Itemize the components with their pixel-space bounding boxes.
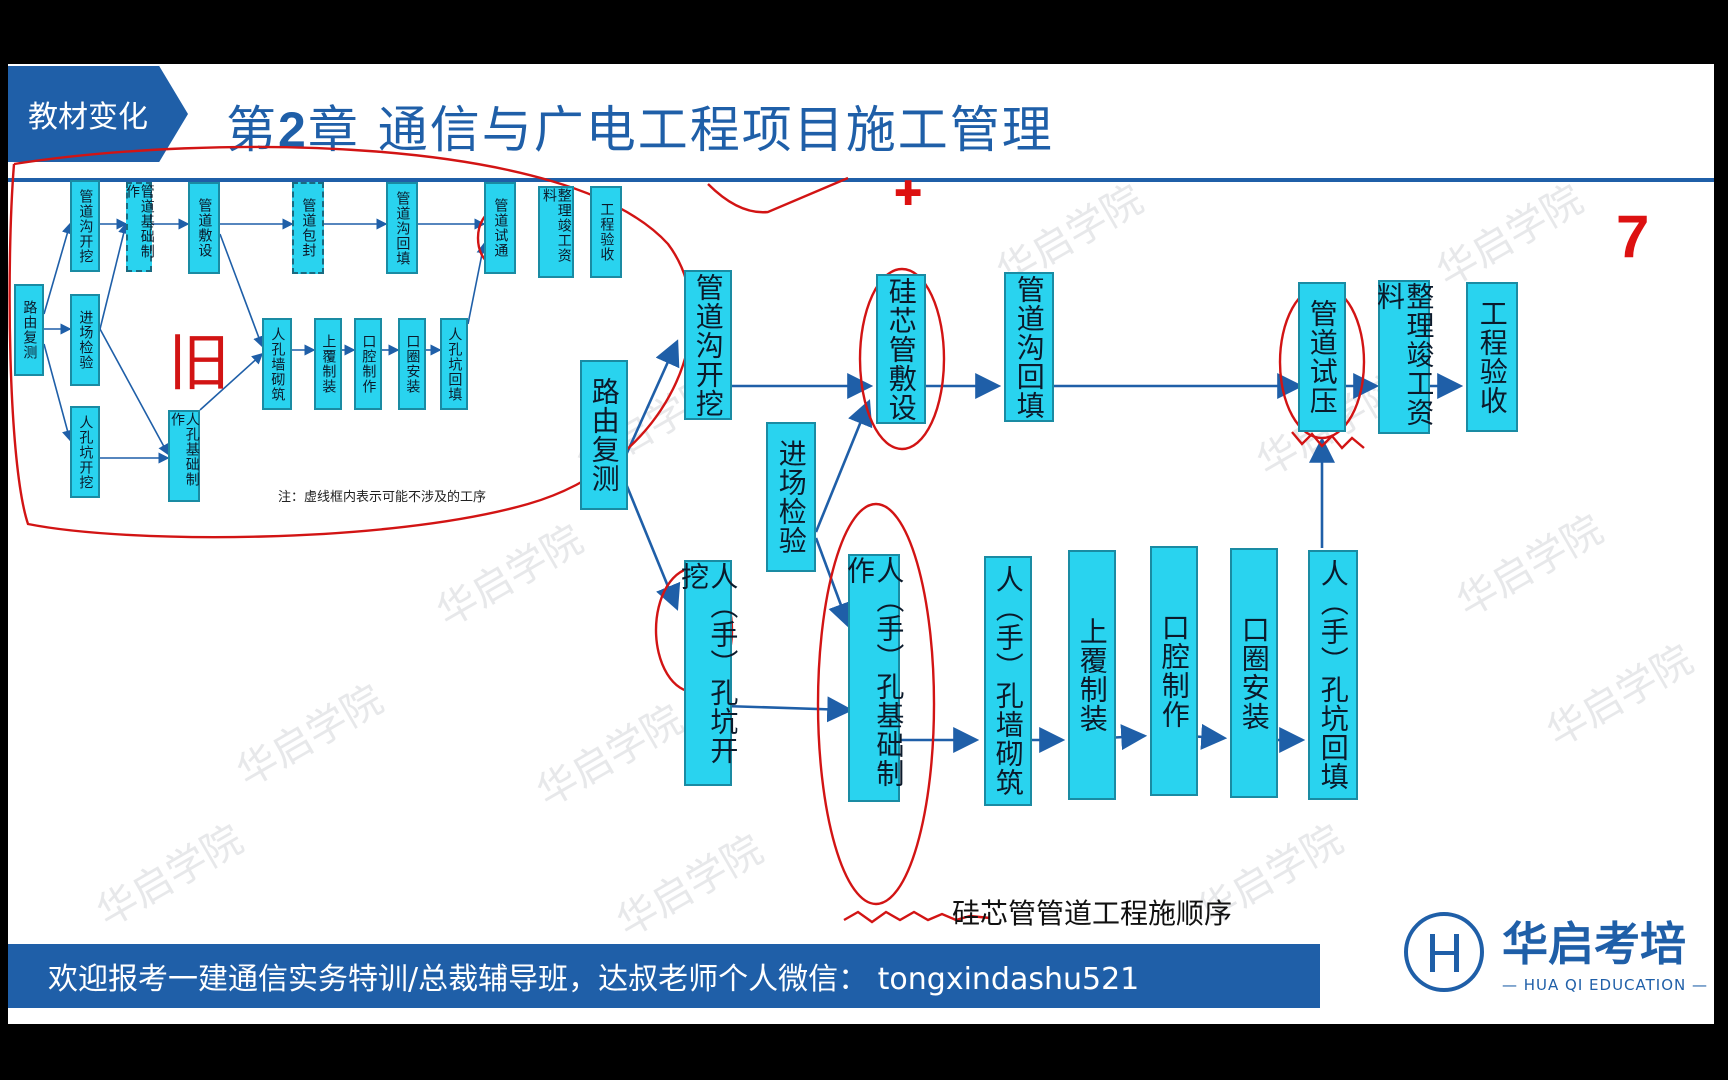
old-box-inspect: 进场检验 bbox=[70, 294, 100, 386]
brand-subtitle: — HUA QI EDUCATION — bbox=[1502, 976, 1709, 994]
old-box-pit-fill: 人孔坑回填 bbox=[440, 318, 468, 410]
diagram-caption: 硅芯管管道工程施顺序 bbox=[952, 897, 1233, 930]
old-annotation: 旧 bbox=[168, 326, 231, 399]
annotation-plus: ✚ bbox=[894, 174, 923, 214]
old-box-test: 管道试通 bbox=[484, 182, 516, 274]
old-box-laying: 管道敷设 bbox=[188, 182, 220, 274]
new-box-mh-base: 人（手）孔基础制作 bbox=[843, 554, 905, 802]
page-title: 第2章 通信与广电工程项目施工管理 bbox=[226, 90, 1054, 162]
promo-banner: 欢迎报考一建通信实务特训/总裁辅导班，达叔老师个人微信： tongxindash… bbox=[8, 944, 1320, 1008]
section-tag: 教材变化 bbox=[8, 66, 188, 162]
old-box-docs: 整理竣工资料 bbox=[538, 186, 574, 278]
new-box-ring: 口圈安装 bbox=[1230, 548, 1278, 798]
old-box-pit-dig: 人孔坑开挖 bbox=[70, 406, 100, 498]
new-box-backfill: 管道沟回填 bbox=[1004, 272, 1054, 422]
title-prefix: 第 bbox=[226, 101, 278, 159]
brand-name: 华启考培 bbox=[1502, 917, 1686, 971]
brand-logo-icon bbox=[1404, 912, 1484, 992]
old-box-route-survey: 路由复测 bbox=[14, 284, 44, 376]
new-box-docs: 整理竣工资料 bbox=[1373, 280, 1435, 434]
old-box-wall: 人孔墙砌筑 bbox=[262, 318, 292, 410]
brand-block: 华启考培 — HUA QI EDUCATION — bbox=[1398, 904, 1714, 1024]
new-box-cover: 上覆制装 bbox=[1068, 550, 1116, 800]
new-box-accept: 工程验收 bbox=[1466, 282, 1518, 432]
old-box-ring: 口圈安装 bbox=[398, 318, 426, 410]
old-diagram-arrows bbox=[43, 218, 488, 464]
new-box-pit-fill: 人（手）孔坑回填 bbox=[1308, 550, 1358, 800]
old-box-mh-base: 人孔基础制作 bbox=[168, 410, 200, 502]
annotation-number: 7 bbox=[1616, 203, 1650, 270]
new-box-route-survey: 路由复测 bbox=[580, 360, 628, 510]
new-box-wall: 人（手）孔墙砌筑 bbox=[984, 556, 1032, 806]
title-underline bbox=[8, 178, 1714, 182]
title-rest: 章 通信与广电工程项目施工管理 bbox=[307, 101, 1054, 159]
new-box-si-lay: 硅芯管敷设 bbox=[876, 274, 926, 424]
old-box-accept: 工程验收 bbox=[590, 186, 622, 278]
new-box-trench: 管道沟开挖 bbox=[684, 270, 732, 420]
old-box-backfill: 管道沟回填 bbox=[386, 182, 418, 274]
new-box-pit-dig: 人（手）孔坑开挖 bbox=[677, 560, 739, 786]
old-box-cover: 上覆制装 bbox=[314, 318, 342, 410]
old-diagram-note: 注：虚线框内表示可能不涉及的工序 bbox=[278, 490, 487, 505]
old-box-base: 管道基础制作 bbox=[124, 182, 155, 272]
slide: 华启学院 华启学院 华启学院 华启学院 华启学院 华启学院 华启学院 华启学院 … bbox=[8, 64, 1714, 1024]
new-box-neck: 口腔制作 bbox=[1150, 546, 1198, 796]
new-box-inspect: 进场检验 bbox=[766, 422, 816, 572]
flow-arrows bbox=[8, 145, 1464, 924]
old-box-trench: 管道沟开挖 bbox=[70, 180, 100, 272]
new-box-pressure: 管道试压 bbox=[1298, 282, 1346, 432]
old-box-wrap: 管道包封 bbox=[292, 182, 324, 274]
old-box-neck: 口腔制作 bbox=[354, 318, 382, 410]
